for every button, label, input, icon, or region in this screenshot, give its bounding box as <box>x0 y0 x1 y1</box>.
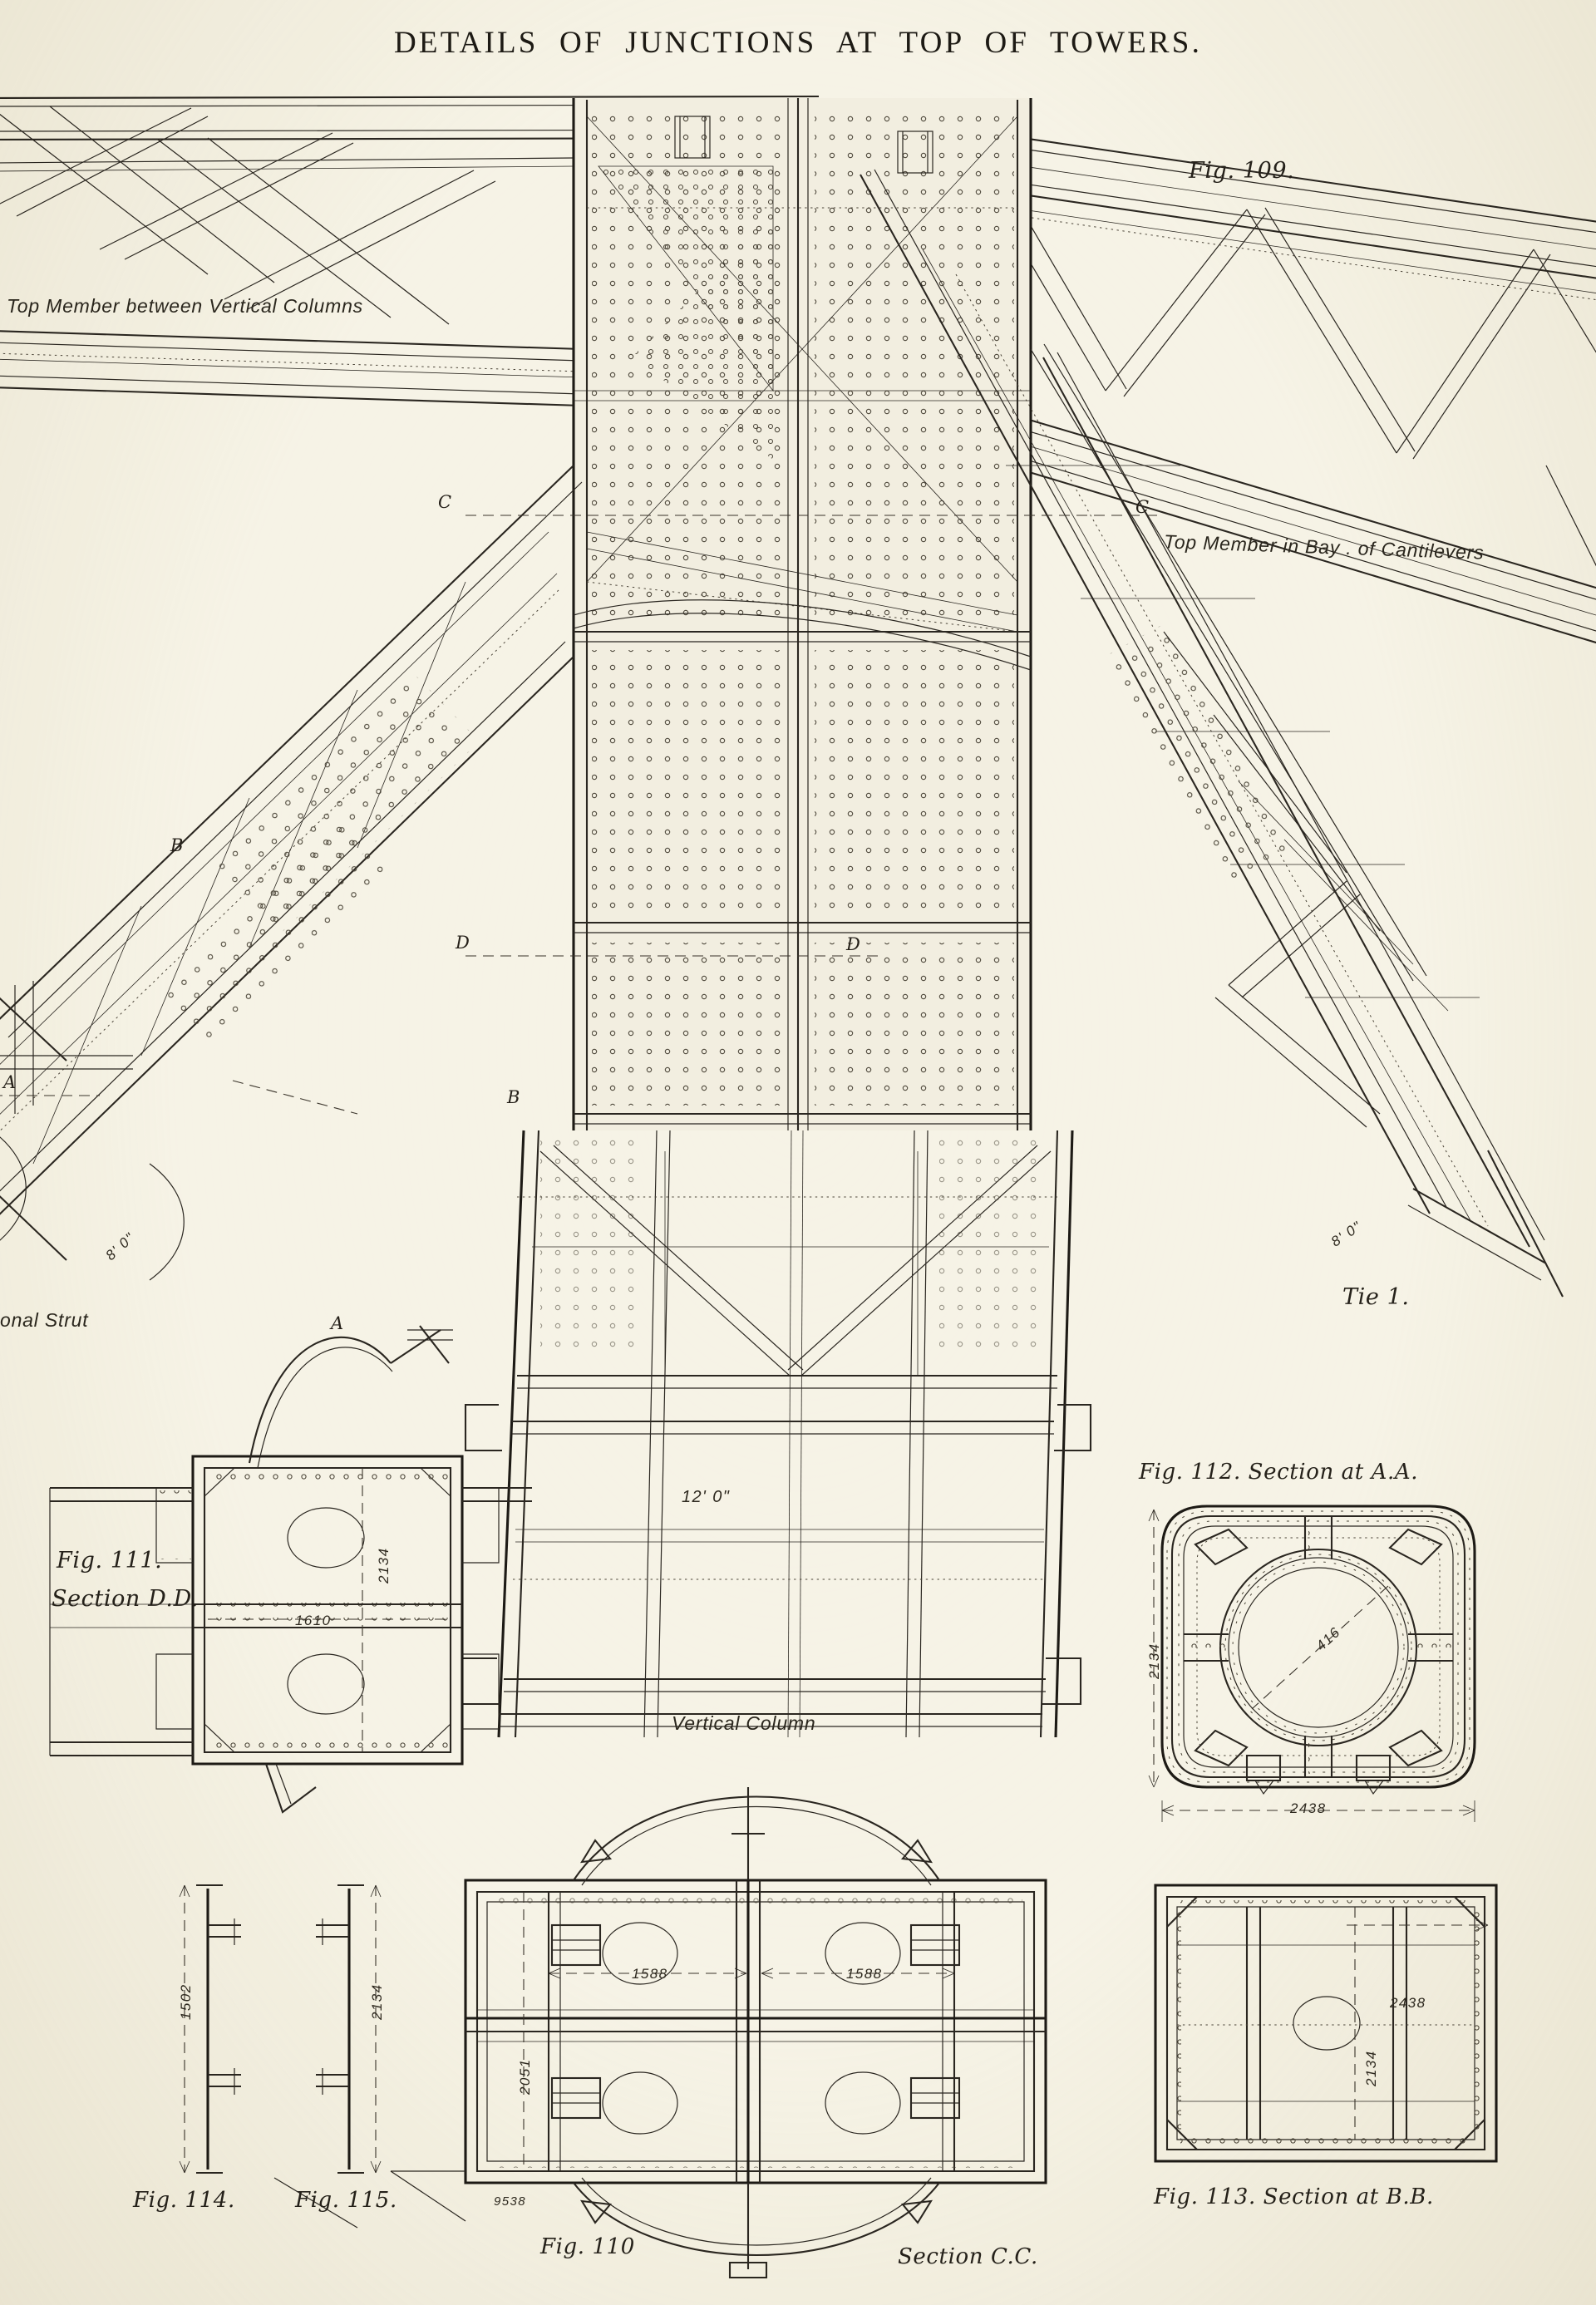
dim-fig110-1588-b: 1588 <box>846 1966 883 1982</box>
section-marker-c-right: C <box>1135 497 1150 517</box>
top-member-right-boom <box>930 123 1596 644</box>
fig111-label: Fig. 111. <box>57 1548 163 1574</box>
vertical-column <box>461 1130 1092 1738</box>
central-gusset <box>572 98 1032 1130</box>
fig110-section-label: Section C.C. <box>898 2244 1038 2269</box>
fig111-section-dd <box>49 1325 532 1814</box>
gusset-top-notches <box>674 116 933 174</box>
section-marker-d-right: D <box>846 934 860 954</box>
section-marker-c-left: C <box>438 492 452 512</box>
fig110-label: Fig. 110 <box>540 2234 635 2259</box>
right-diagonal-bracing <box>1030 343 1449 1128</box>
section-marker-a-bottom: A <box>331 1313 344 1333</box>
section-lines <box>0 515 1164 1115</box>
dim-fig113-2134: 2134 <box>1363 2050 1379 2086</box>
fig109-main-elevation <box>0 95 1596 1738</box>
annotation-diagonal-strut: onal Strut <box>0 1309 89 1331</box>
annotation-top-member-left: Top Member between Vertical Columns <box>7 295 363 317</box>
dim-fig114-1502: 1502 <box>178 1983 194 2020</box>
fig114-label: Fig. 114. <box>133 2188 235 2213</box>
dim-fig112-2438: 2438 <box>1290 1800 1327 1816</box>
fig110-section-cc <box>464 1787 1047 2279</box>
fig115-end-elevation <box>273 1884 466 2229</box>
fig112-section-aa <box>1148 1505 1476 1822</box>
dim-fig111-1610: 1610 <box>295 1613 332 1628</box>
fig109-label: Fig. 109. <box>1189 158 1295 184</box>
fig113-section-bb <box>1154 1884 1498 2163</box>
top-member-left-boom <box>0 95 820 407</box>
annotation-vertical-column: Vertical Column <box>672 1712 816 1734</box>
dim-fig112-2134: 2134 <box>1146 1643 1162 1679</box>
section-marker-a-left: A <box>3 1072 17 1092</box>
dim-fig110-1588-a: 1588 <box>632 1966 668 1982</box>
section-marker-b-right: B <box>507 1087 520 1107</box>
dim-fig110-2051: 2051 <box>517 2058 533 2095</box>
fig111-sublabel: Section D.D. <box>52 1586 200 1612</box>
dim-fig110-9538: 9538 <box>494 2194 526 2209</box>
dim-fig115-2134: 2134 <box>369 1983 385 2020</box>
section-marker-b-left: B <box>170 835 184 855</box>
dim-fig113-2438: 2438 <box>1390 1995 1426 2011</box>
dim-column-12ft: 12' 0" <box>682 1488 731 1506</box>
diagonal-strut <box>0 465 583 1281</box>
fig112-label: Fig. 112. Section at A.A. <box>1139 1460 1419 1485</box>
fig113-label: Fig. 113. Section at B.B. <box>1154 2184 1434 2209</box>
dim-fig111-2134: 2134 <box>376 1547 392 1583</box>
section-marker-d-left: D <box>456 933 470 953</box>
fig114-end-elevation <box>179 1884 241 2174</box>
fig115-label: Fig. 115. <box>295 2188 397 2213</box>
page-title: DETAILS OF JUNCTIONS AT TOP OF TOWERS. <box>393 26 1203 60</box>
annotation-tie: Tie 1. <box>1342 1284 1410 1310</box>
